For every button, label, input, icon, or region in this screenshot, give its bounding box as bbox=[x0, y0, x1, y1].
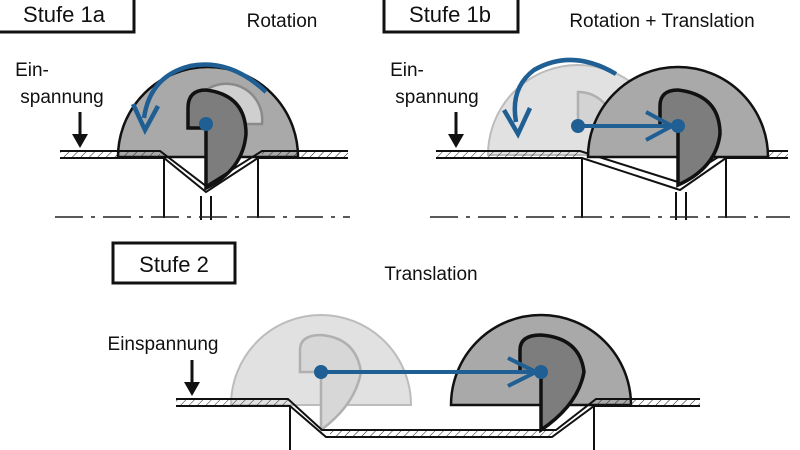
curved-arrow-icon bbox=[502, 57, 618, 139]
stage-1b-label-box: Stufe 1b bbox=[382, 0, 520, 34]
curved-arrow-icon bbox=[130, 62, 268, 136]
stage-1b-label: Stufe 1b bbox=[409, 2, 491, 27]
stage-2-motion-label: Translation bbox=[384, 264, 477, 285]
stage-1a-clamp-label-line2: spannung bbox=[20, 87, 103, 108]
punch-dark bbox=[518, 333, 586, 434]
stage-1b: Stufe 1b Rotation + Translation Ein- spa… bbox=[382, 0, 790, 220]
stage-2-label-box: Stufe 2 bbox=[111, 241, 237, 285]
stage-2-clamp-label: Einspannung bbox=[108, 334, 219, 355]
down-arrow-icon bbox=[72, 112, 88, 148]
stage-1b-motion-label: Rotation + Translation bbox=[569, 11, 754, 32]
stage-1a-label: Stufe 1a bbox=[23, 2, 106, 27]
stage-1a-label-box: Stufe 1a bbox=[0, 0, 136, 34]
stage-1b-clamp-label-line1: Ein- bbox=[390, 60, 424, 81]
stage-2: Stufe 2 Translation Einspannung bbox=[108, 241, 700, 450]
punch-dark bbox=[658, 88, 722, 188]
sheet-metal bbox=[60, 150, 348, 194]
sheet-metal bbox=[176, 398, 700, 438]
die bbox=[430, 158, 790, 220]
down-arrow-icon bbox=[184, 360, 200, 396]
stage-1b-clamp-label-line2: spannung bbox=[395, 87, 478, 108]
straight-arrow-icon bbox=[314, 356, 548, 388]
stage-2-label: Stufe 2 bbox=[139, 252, 209, 277]
pivot-point bbox=[199, 117, 213, 131]
stage-1a-clamp-label-line1: Ein- bbox=[15, 60, 49, 81]
punch-dark bbox=[186, 88, 248, 191]
stage-1a: Stufe 1a Rotation Ein- spannung bbox=[0, 0, 350, 220]
punch-ghost bbox=[298, 333, 363, 433]
down-arrow-icon bbox=[448, 112, 464, 148]
straight-arrow-icon bbox=[571, 110, 685, 142]
die bbox=[55, 158, 350, 220]
stage-1a-motion-label: Rotation bbox=[247, 11, 318, 32]
die bbox=[289, 406, 595, 450]
